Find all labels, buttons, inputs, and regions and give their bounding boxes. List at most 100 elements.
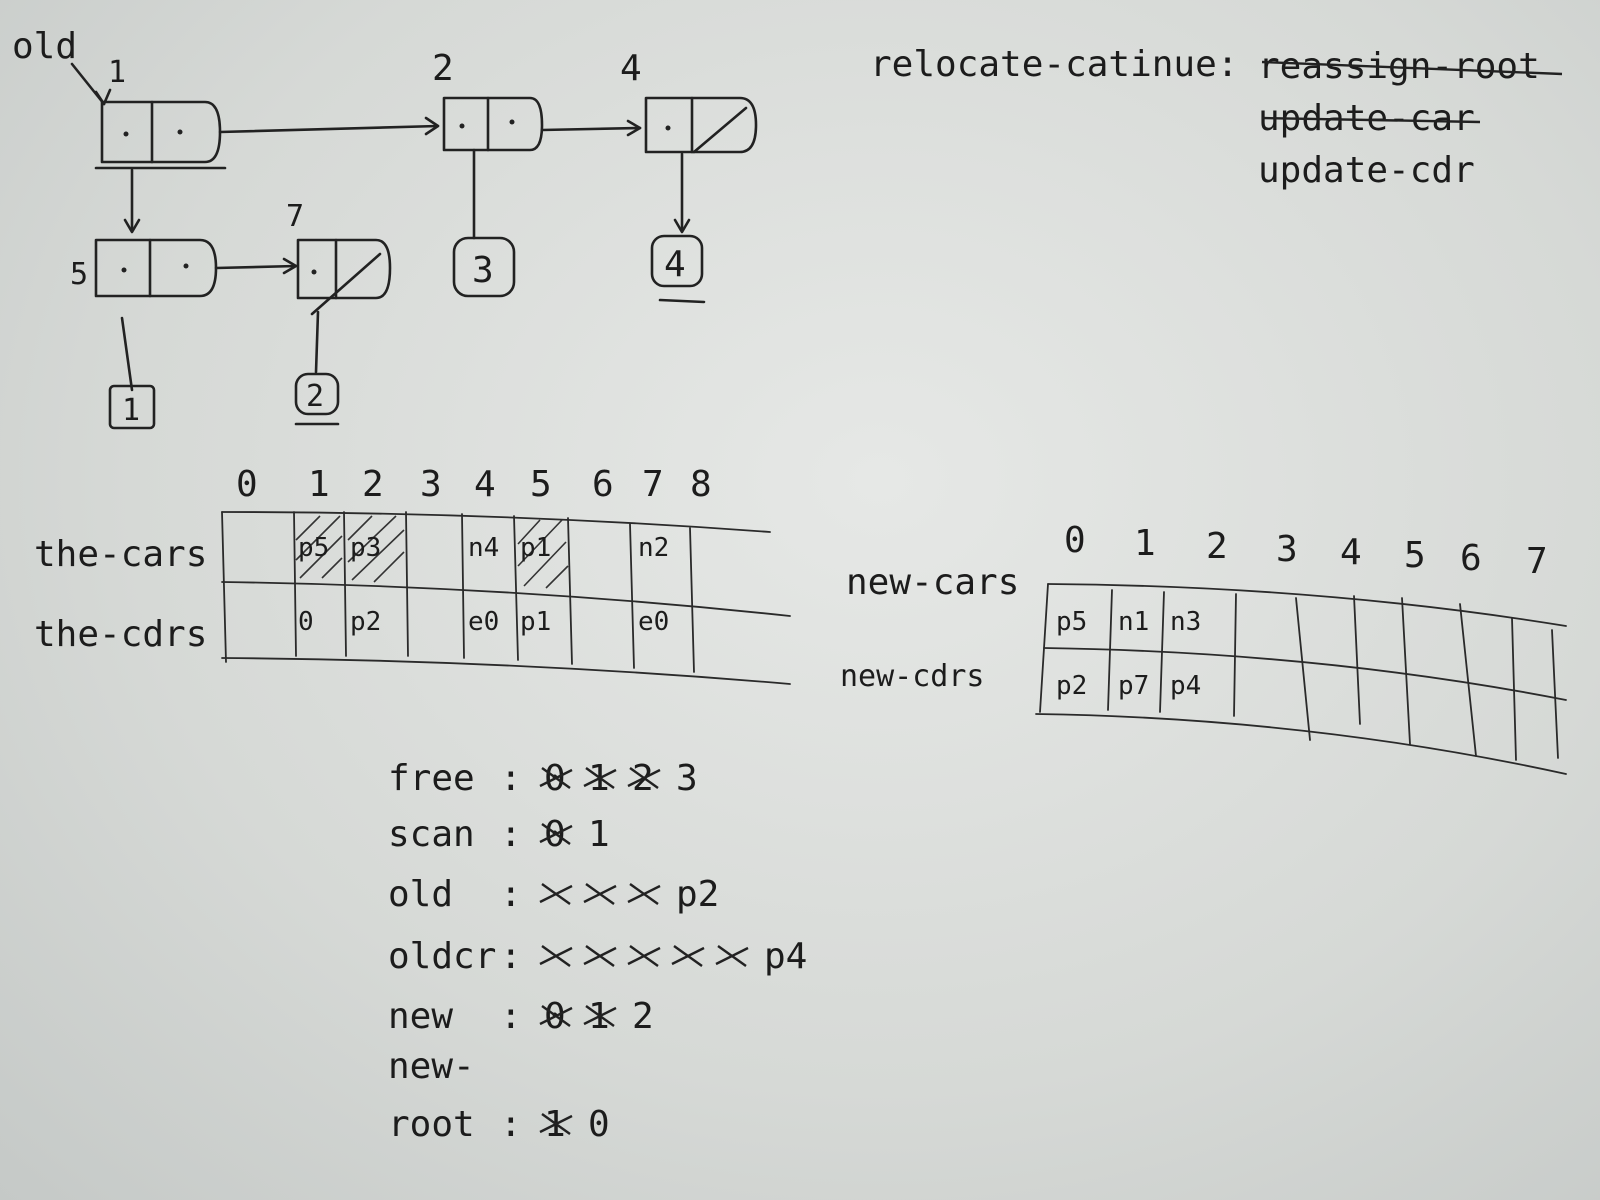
register-0-value-3: 3 [676,758,698,799]
node-label-2: 2 [432,48,454,89]
relocate-item-3: update-cdr [1258,150,1475,191]
register-3-cross-3 [673,945,703,967]
leaf-2-box [294,372,340,416]
pair-5-cdr-dot [183,263,189,269]
old-table-col-1-left [293,511,297,657]
old-car-cell-7: n2 [638,533,669,563]
old-index-4: 4 [474,464,496,505]
new-index-5: 5 [1404,535,1426,576]
hatch-car-2 [347,515,405,583]
register-name-5: new- [388,1046,475,1087]
register-4-value-2: 2 [632,996,654,1037]
pair-2-box [442,96,544,152]
register-colon-2: : [500,874,522,915]
old-index-1: 1 [308,464,330,505]
old-table-mid-line [221,581,791,617]
register-name-2: old [388,874,453,915]
old-table-col-7-left [629,523,635,669]
new-index-4: 4 [1340,532,1362,573]
new-table-top-line [1047,583,1567,627]
new-car-cell-2: n3 [1170,607,1201,637]
new-table-col-7-left [1459,603,1477,757]
register-1-cross-0 [541,823,571,845]
node-label-4: 4 [620,48,642,89]
register-name-6: root [388,1104,475,1145]
register-trace: free:0123scan:01old:p2oldcr:p4new:012new… [388,758,807,1145]
pair-7-car-dot [311,269,317,275]
old-index-5: 5 [530,464,552,505]
pair-2-cdr-arrow [540,126,642,132]
the-cdrs-label: the-cdrs [34,614,207,655]
register-colon-0: : [500,758,522,799]
node-label-7: 7 [286,199,304,234]
old-car-cell-4: n4 [468,533,499,563]
new-table-col-1-left [1107,589,1113,711]
new-cars-label: new-cars [846,562,1019,603]
pair-1-cdr-arrowhead [424,116,440,136]
pair-7-box [296,238,392,300]
register-3-cross-0 [541,945,571,967]
pair-5-cdr-arrow [214,264,298,270]
register-0-cross-1 [585,767,615,789]
new-table-right-edge [1551,629,1559,759]
old-cdr-cell-4: e0 [468,607,499,637]
old-cdr-cell-2: p2 [350,607,381,637]
old-index-0: 0 [236,464,258,505]
new-car-cell-1: n1 [1118,607,1149,637]
register-colon-1: : [500,814,522,855]
register-6-cross-0 [541,1113,571,1135]
old-table-col-8-left [689,527,695,673]
pair-1-car-arrowhead [123,218,141,234]
new-index-2: 2 [1206,526,1228,567]
register-4-cross-0 [541,1005,571,1027]
old-table-left-edge [221,511,227,663]
new-table-col-4-left [1295,597,1311,741]
register-3-cross-1 [585,945,615,967]
relocate-notes: relocate-catinue: reassign-root update-c… [870,44,1563,191]
hatch-car-1 [295,515,343,579]
old-cdr-cell-5: p1 [520,607,551,637]
new-index-0: 0 [1064,520,1086,561]
pair-1-cdr-arrow [218,124,440,134]
new-index-1: 1 [1134,523,1156,564]
new-table-col-3-left [1233,593,1237,717]
register-0-cross-0 [541,767,571,789]
relocate-item-1-strike [1261,60,1563,76]
new-table-col-2-left [1159,591,1165,713]
leaf-1-box [108,384,156,430]
leaf-4-underline [658,298,706,304]
old-table-col-2-left [343,511,347,657]
old-table-bottom-line [221,657,791,685]
old-index-8: 8 [690,464,712,505]
old-table-col-3-left [405,511,409,657]
pair-7-car-line [314,310,320,374]
new-index-3: 3 [1276,529,1298,570]
new-table-mid-line [1043,647,1567,701]
pair-7-nil-slash [310,252,382,316]
register-2-cross-2 [629,883,659,905]
leaf-3-box [452,236,516,298]
old-label: old [12,26,77,67]
box-pointer-diagram: old 1 2 3 4 [12,26,758,430]
new-cdr-cell-1: p7 [1118,671,1149,701]
register-colon-3: : [500,936,522,977]
old-car-cell-1: p5 [298,533,329,563]
old-index-6: 6 [592,464,614,505]
old-index-3: 3 [420,464,442,505]
register-3-cross-2 [629,945,659,967]
new-table-bottom-line [1035,713,1567,775]
register-2-cross-0 [541,883,571,905]
node-label-5: 5 [70,257,88,292]
new-car-cell-0: p5 [1056,607,1087,637]
leaf-3-value: 3 [472,250,494,291]
register-colon-4: : [500,996,522,1037]
pair-1-box [100,100,222,164]
old-cdr-cell-1: 0 [298,607,314,637]
pair-4-car-arrowhead [673,218,691,234]
old-cdr-cell-7: e0 [638,607,669,637]
pair-2-cdr-dot [509,119,515,125]
